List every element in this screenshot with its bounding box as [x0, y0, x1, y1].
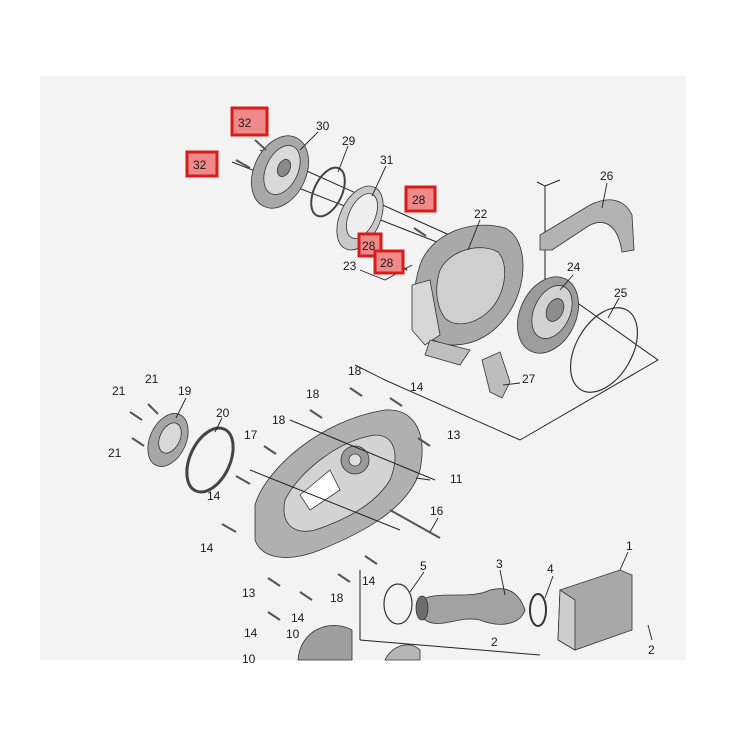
callout-25: 25 [614, 286, 628, 300]
callout-22: 22 [474, 207, 488, 221]
leader-lines [175, 131, 653, 641]
diagram-panel [40, 76, 686, 660]
part-3-hose [415, 588, 526, 625]
callout-21-c: 21 [108, 446, 122, 460]
part-5-clamp [383, 583, 413, 625]
callout-14-e: 14 [362, 574, 376, 588]
callout-19: 19 [178, 384, 192, 398]
callout-14-f: 14 [410, 380, 424, 394]
highlight-32-b[interactable]: 32 [185, 150, 219, 178]
callout-2-b: 2 [648, 643, 655, 657]
callout-5: 5 [420, 559, 427, 573]
callout-23: 23 [343, 259, 357, 273]
part-20-gasket [185, 426, 235, 494]
callout-28-c: 28 [380, 256, 394, 270]
part-25-oring [569, 307, 639, 393]
part-27-bracket [481, 351, 511, 399]
callout-21-a: 21 [112, 384, 126, 398]
highlight-32-a[interactable]: 32 [230, 106, 269, 137]
callout-18-a: 18 [348, 364, 362, 378]
callout-14-c: 14 [244, 626, 258, 640]
callout-3: 3 [496, 557, 503, 571]
callout-20: 20 [216, 406, 230, 420]
callout-28-b: 28 [362, 239, 376, 253]
callout-10-a: 10 [286, 627, 300, 641]
highlight-28-a[interactable]: 28 [404, 185, 437, 213]
part-11-case-cover [254, 409, 423, 558]
lower-bolts [129, 387, 431, 621]
part-30-cover-plate [251, 135, 309, 209]
callout-13-b: 13 [447, 428, 461, 442]
part-26-duct [539, 199, 635, 253]
part-19-small-cover [147, 413, 189, 467]
part-22-housing [411, 224, 524, 366]
highlight-28-c[interactable]: 28 [373, 249, 405, 275]
callout-4: 4 [547, 562, 554, 576]
callout-28-a: 28 [412, 193, 426, 207]
callout-11: 11 [450, 472, 463, 486]
callout-29: 29 [342, 134, 356, 148]
part-16-rod [389, 509, 441, 539]
callout-18-c: 18 [272, 413, 286, 427]
callout-14-a: 14 [207, 489, 221, 503]
callout-26: 26 [600, 169, 614, 183]
callout-31: 31 [380, 153, 394, 167]
part-partial-disc [384, 644, 421, 661]
callout-18-b: 18 [306, 387, 320, 401]
callout-27: 27 [522, 372, 536, 386]
callout-16: 16 [430, 504, 444, 518]
callout-10-b: 10 [242, 652, 256, 666]
callout-24: 24 [567, 260, 581, 274]
callout-21-b: 21 [145, 372, 159, 386]
callout-32-b: 32 [193, 158, 207, 172]
callout-14-d: 14 [291, 611, 305, 625]
lower-frame-lines [249, 419, 541, 656]
callout-13-a: 13 [242, 586, 256, 600]
callout-17: 17 [244, 428, 258, 442]
part-24-pulley [517, 276, 579, 354]
callout-32-a: 32 [238, 116, 252, 130]
callout-30: 30 [316, 119, 330, 133]
callout-1: 1 [626, 539, 633, 553]
callout-14-b: 14 [200, 541, 214, 555]
callout-18-d: 18 [330, 591, 344, 605]
part-4-clamp [529, 593, 547, 627]
part-10-disc [297, 625, 353, 661]
callout-2-a: 2 [491, 635, 498, 649]
